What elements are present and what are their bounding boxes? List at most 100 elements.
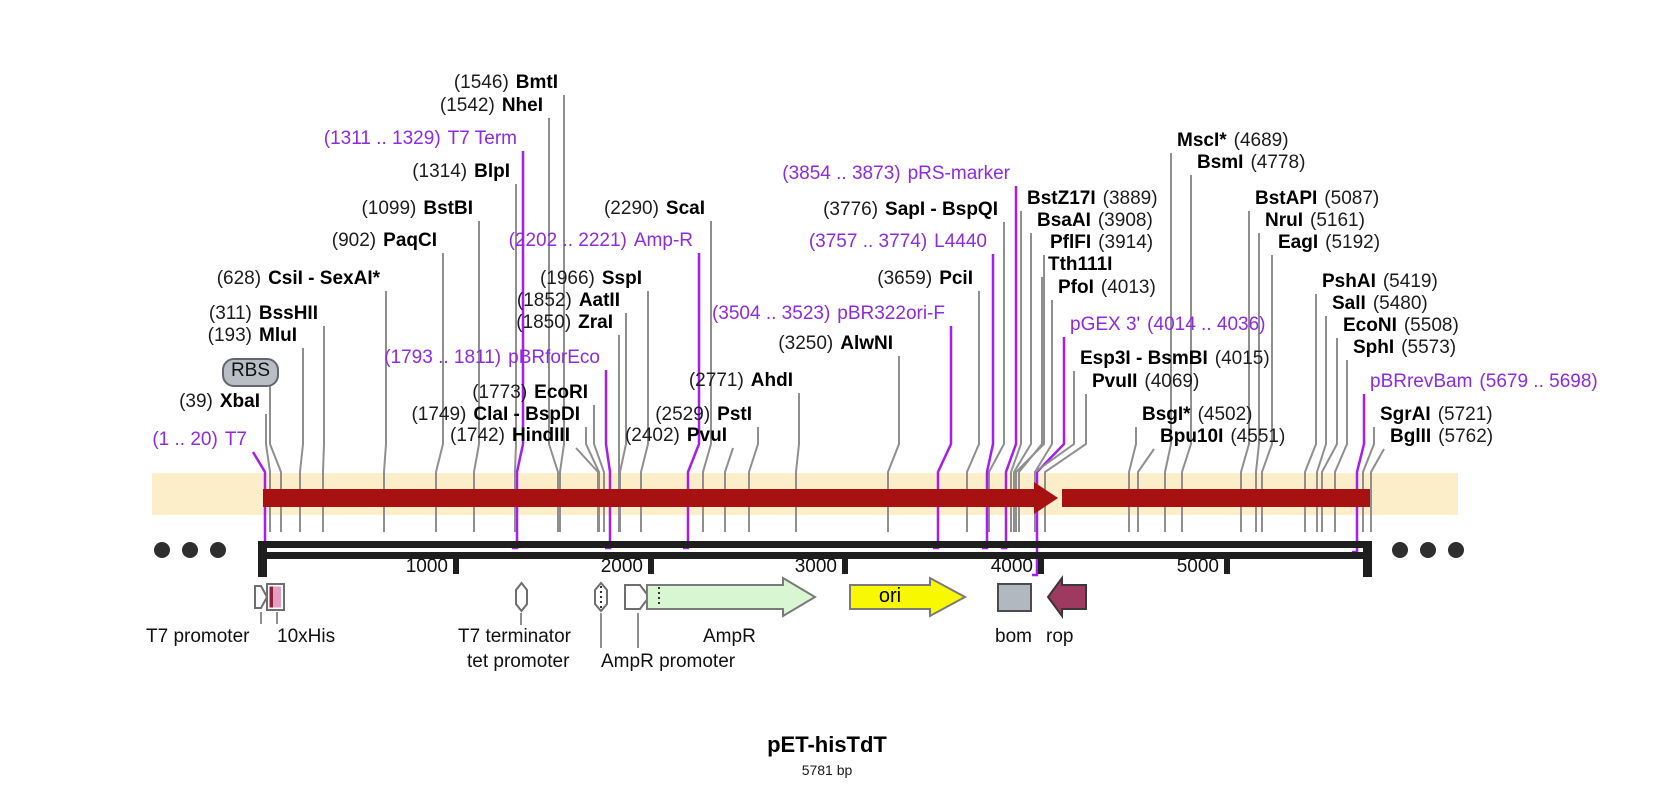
site-position: (3889) <box>1102 188 1158 209</box>
site-position: (1773) <box>472 382 528 403</box>
feature-t7-promoter[interactable] <box>254 585 269 609</box>
site-label-sspi[interactable]: (1966)SspI <box>540 268 642 290</box>
site-position: (2529) <box>655 404 711 425</box>
ruler-tick-label-1000: 1000 <box>405 556 448 577</box>
site-position: (1852) <box>516 290 572 311</box>
feature-rop[interactable] <box>1046 574 1087 620</box>
site-position: (3757 .. 3774) <box>808 231 928 252</box>
site-label-bsmi[interactable]: BsmI(4778) <box>1197 152 1305 174</box>
site-position: (2402) <box>624 425 680 446</box>
site-label-pcii[interactable]: (3659)PciI <box>877 268 973 290</box>
ruler-tick-label-4000: 4000 <box>990 556 1033 577</box>
feature-label-t7-terminator[interactable]: T7 terminator <box>458 626 571 647</box>
site-label-zrai[interactable]: (1850)ZraI <box>516 312 613 334</box>
site-label-sgrai[interactable]: SgrAI(5721) <box>1380 404 1493 426</box>
site-label-nrui[interactable]: NruI(5161) <box>1265 210 1365 232</box>
site-label-bsshii[interactable]: (311)BssHII <box>209 303 318 325</box>
site-label-bpu10i[interactable]: Bpu10I(4551) <box>1160 426 1285 448</box>
site-position: (1314) <box>412 161 468 182</box>
site-label-t7[interactable]: (1 .. 20)T7 <box>152 429 247 451</box>
site-position: (4014 .. 4036) <box>1147 314 1266 335</box>
rbs-feature[interactable]: RBS <box>222 358 279 387</box>
site-label-sapi-bspqi[interactable]: (3776)SapI - BspQI <box>823 199 998 221</box>
site-name: pBRforEco <box>508 347 600 368</box>
feature-label-t7-promoter[interactable]: T7 promoter <box>146 626 250 647</box>
site-label-sali[interactable]: SalI(5480) <box>1332 293 1428 315</box>
site-position: (3659) <box>877 268 933 289</box>
site-label-amp-r[interactable]: (2202 .. 2221)Amp-R <box>509 230 693 252</box>
site-label-pshai[interactable]: PshAI(5419) <box>1322 271 1438 293</box>
site-label-xbai[interactable]: (39)XbaI <box>179 391 260 413</box>
site-label-csii-sexai[interactable]: (628)CsiI - SexAI* <box>217 268 380 290</box>
site-label-t7-term[interactable]: (1311 .. 1329)T7 Term <box>324 128 517 150</box>
site-label-eagi[interactable]: EagI(5192) <box>1278 232 1380 254</box>
site-name: ZraI <box>578 312 613 333</box>
cds-bar-right <box>1062 489 1370 507</box>
site-label-bstz17i[interactable]: BstZ17I(3889) <box>1027 188 1158 210</box>
site-label-aatii[interactable]: (1852) AatII <box>517 290 620 312</box>
feature-bom[interactable] <box>997 583 1032 612</box>
feature-t7-terminator[interactable] <box>515 581 528 613</box>
site-label-pfoi[interactable]: PfoI(4013) <box>1058 277 1156 299</box>
feature-label-bom[interactable]: bom <box>995 626 1032 647</box>
site-name: PstI <box>717 404 752 425</box>
site-label-pbrforeco[interactable]: (1793 .. 1811)pBRforEco <box>384 347 600 369</box>
site-label-pvui[interactable]: (2402)PvuI <box>625 425 727 447</box>
site-label-bstapi[interactable]: BstAPI(5087) <box>1255 188 1379 210</box>
site-label-paqci[interactable]: (902)PaqCI <box>332 230 437 252</box>
site-position: (1 .. 20) <box>152 429 218 450</box>
feature-ampr[interactable] <box>646 576 817 618</box>
plasmid-title: pET-hisTdT <box>767 732 887 757</box>
site-label-ahdi[interactable]: (2771)AhdI <box>689 370 793 392</box>
site-label-psti[interactable]: (2529) PstI <box>655 404 752 426</box>
site-label-blpi[interactable]: (1314)BlpI <box>412 161 510 183</box>
feature-label-his-tag[interactable]: 10xHis <box>277 626 336 647</box>
site-position: (193) <box>207 325 252 346</box>
site-label-bglii[interactable]: BglII(5762) <box>1390 426 1493 448</box>
ruler-tick-label-5000: 5000 <box>1176 556 1219 577</box>
site-name: NruI <box>1265 210 1303 231</box>
site-position: (2290) <box>603 198 659 219</box>
site-label-bsgi[interactable]: BsgI*(4502) <box>1142 404 1253 426</box>
site-position: (4015) <box>1214 348 1270 369</box>
feature-ampr-promoter[interactable] <box>624 584 651 610</box>
site-label-msci[interactable]: MscI*(4689) <box>1177 130 1289 152</box>
site-label-alwni[interactable]: (3250)AlwNI <box>778 333 893 355</box>
site-position: (39) <box>179 391 213 412</box>
site-label-ecori[interactable]: (1773)EcoRI <box>472 382 588 404</box>
site-label-nhei[interactable]: (1542)NheI <box>440 95 543 117</box>
ruler-tick-4000 <box>1038 557 1044 574</box>
site-label-bstbi[interactable]: (1099)BstBI <box>361 198 473 220</box>
feature-label-rop[interactable]: rop <box>1046 626 1074 647</box>
site-name: L4440 <box>934 231 987 252</box>
feature-label-ampr-promoter[interactable]: AmpR promoter <box>601 651 736 672</box>
site-label-bmti[interactable]: (1546)BmtI <box>454 72 558 94</box>
site-label-pgex-3[interactable]: pGEX 3'(4014 .. 4036) <box>1070 314 1265 336</box>
site-label-bsaai[interactable]: BsaAI(3908) <box>1037 210 1153 232</box>
site-label-sphi[interactable]: SphI(5573) <box>1353 337 1456 359</box>
site-label-pbr322ori-f[interactable]: (3504 .. 3523)pBR322ori-F <box>712 303 945 325</box>
site-label-l4440[interactable]: (3757 .. 3774) L4440 <box>809 231 987 253</box>
site-label-hindiii[interactable]: (1742)HindIII <box>450 425 570 447</box>
site-label-prs-marker[interactable]: (3854 .. 3873)pRS-marker <box>782 163 1010 185</box>
site-position: (2202 .. 2221) <box>508 230 627 251</box>
site-position: (3504 .. 3523) <box>711 303 831 324</box>
site-name: SspI <box>601 268 642 289</box>
site-label-esp3i-bsmbi[interactable]: Esp3I - BsmBI(4015) <box>1080 348 1270 370</box>
feature-label-ampr[interactable]: AmpR <box>703 626 756 647</box>
site-label-tth111i[interactable]: Tth111I <box>1048 254 1112 276</box>
site-label-pflfi[interactable]: PflFI(3914) <box>1050 232 1153 254</box>
site-label-mlui[interactable]: (193)MluI <box>208 325 297 347</box>
site-label-econi[interactable]: EcoNI(5508) <box>1343 315 1459 337</box>
feature-label-tet-promoter[interactable]: tet promoter <box>467 651 570 672</box>
site-label-pbrrevbam[interactable]: pBRrevBam(5679 .. 5698) <box>1370 371 1598 393</box>
ruler-cap-right <box>1363 541 1372 577</box>
continuation-dot <box>154 542 170 558</box>
site-name: AatII <box>578 290 620 311</box>
site-label-clai-bspdi[interactable]: (1749)ClaI - BspDI <box>411 404 580 426</box>
feature-ori[interactable] <box>849 576 968 618</box>
site-name: SalI <box>1332 293 1366 314</box>
site-label-scai[interactable]: (2290)ScaI <box>604 198 705 220</box>
site-label-pvuii[interactable]: PvuII(4069) <box>1092 371 1199 393</box>
